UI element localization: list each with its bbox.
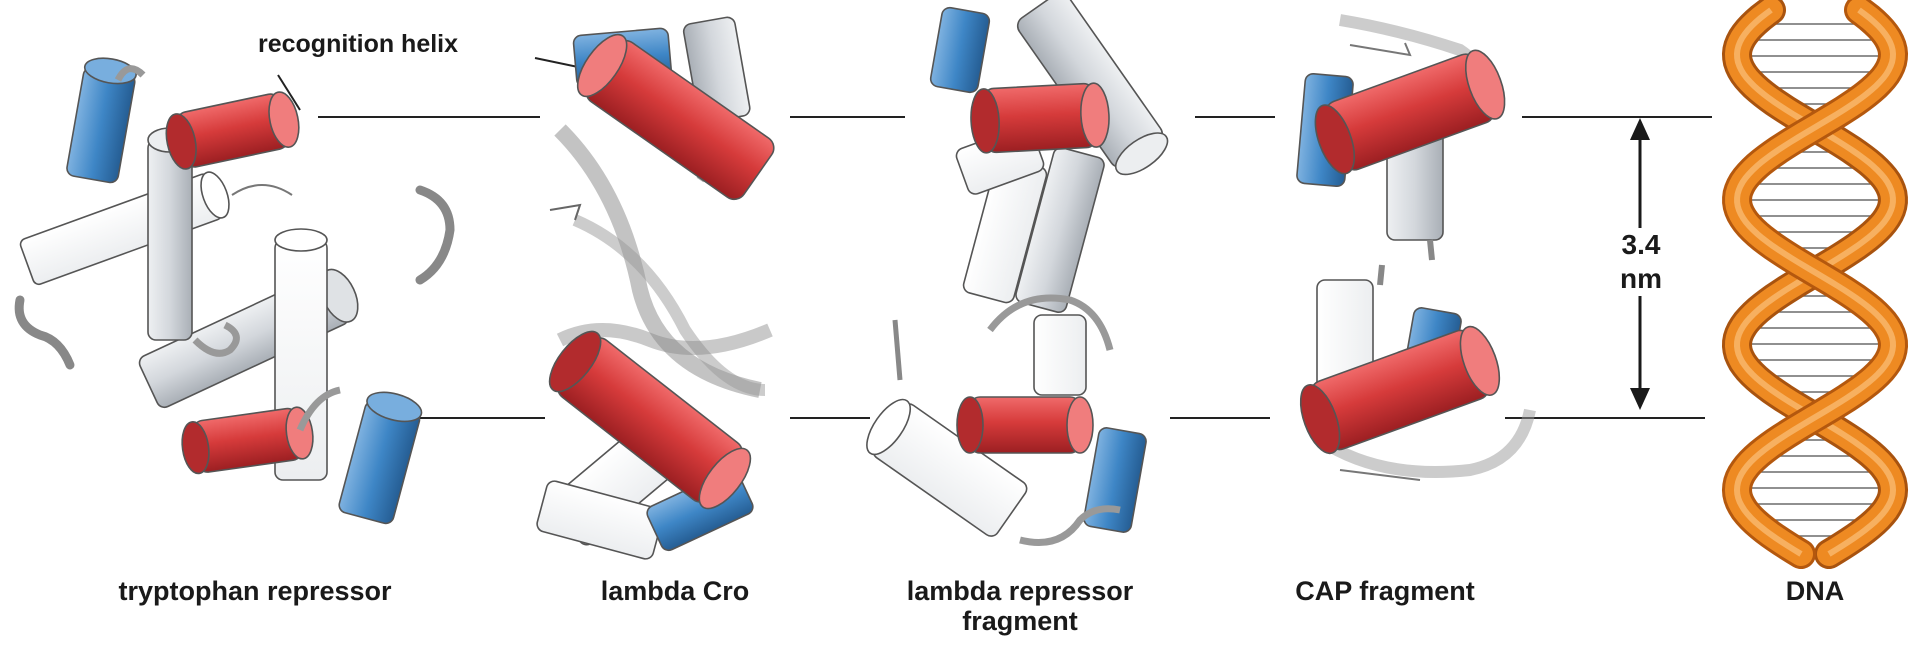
lambda-cro-structure: [535, 16, 778, 561]
white-helix: [19, 168, 235, 286]
lambda-repressor-fragment-structure: [859, 0, 1174, 542]
recognition-helix-callout: recognition helix: [258, 30, 458, 59]
blue-helix: [66, 55, 138, 184]
cap-fragment-structure: [1293, 20, 1530, 480]
panel-label-dna: DNA: [1740, 576, 1890, 606]
panel-label-cap-fragment: CAP fragment: [1260, 576, 1510, 606]
dna-double-helix: [1737, 10, 1893, 554]
panel-label-line: lambda repressor: [860, 576, 1180, 606]
tryptophan-repressor-structure: [19, 55, 450, 526]
white-helix: [1034, 315, 1086, 395]
blue-helix: [337, 387, 424, 525]
panel-label-lambda-repressor-fragment: lambda repressor fragment: [860, 576, 1180, 636]
measurement-unit: nm: [1600, 262, 1682, 296]
measurement-value: 3.4: [1600, 228, 1682, 262]
red-recognition-helix: [162, 89, 304, 171]
panel-label-tryptophan-repressor: tryptophan repressor: [60, 576, 450, 606]
red-recognition-helix: [957, 397, 1093, 453]
panel-label-line: fragment: [860, 606, 1180, 636]
blue-helix: [929, 6, 990, 93]
blue-helix: [1083, 427, 1148, 534]
panel-label-lambda-cro: lambda Cro: [560, 576, 790, 606]
helical-pitch-measurement: 3.4 nm: [1600, 228, 1682, 296]
red-recognition-helix: [969, 82, 1110, 153]
